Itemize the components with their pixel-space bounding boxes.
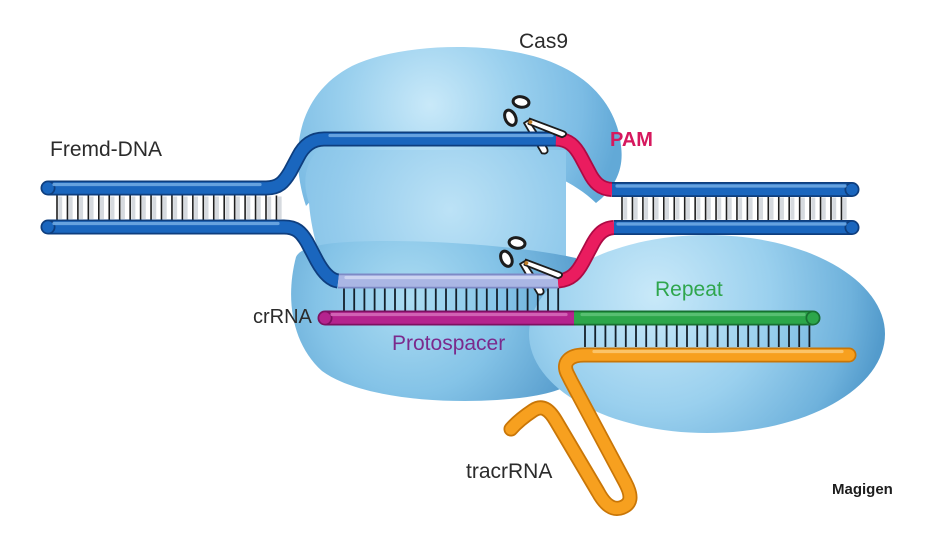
repeat-basepairs	[584, 324, 811, 347]
watermark-magigen: Magigen	[832, 481, 893, 498]
tracrrna-strand	[503, 347, 857, 516]
crrna-strand	[317, 310, 821, 326]
dna-basepairs-left	[56, 195, 282, 220]
label-protospacer: Protospacer	[392, 332, 506, 355]
label-fremd-dna: Fremd-DNA	[50, 138, 163, 161]
label-repeat: Repeat	[655, 278, 723, 301]
dna-bottom-strand	[40, 219, 860, 289]
label-tracrrna: tracrRNA	[466, 460, 553, 483]
protospacer-basepairs	[343, 288, 560, 312]
pam-segment-top	[555, 133, 613, 196]
dna-top-strand	[40, 131, 860, 197]
label-crrna: crRNA	[253, 306, 312, 328]
pam-segment-bottom	[557, 221, 615, 287]
label-pam: PAM	[610, 129, 653, 151]
label-cas9: Cas9	[519, 30, 569, 53]
dna-basepairs-right	[621, 196, 847, 221]
